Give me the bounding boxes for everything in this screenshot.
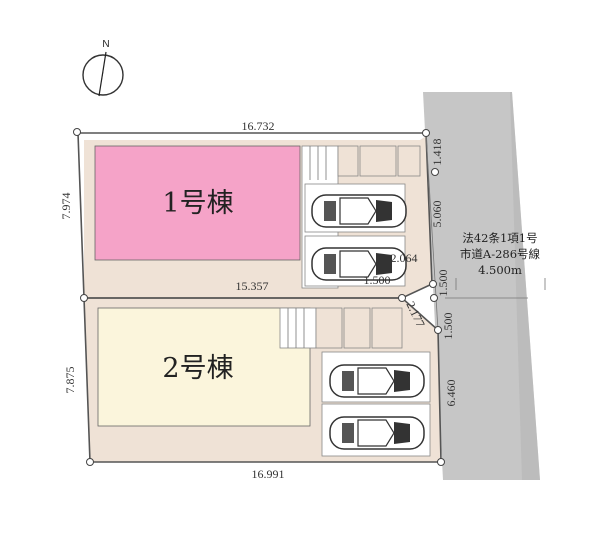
road — [423, 92, 540, 480]
compass-label: N — [102, 39, 109, 50]
car-icon — [329, 364, 425, 398]
dim-bottom: 16.991 — [252, 467, 285, 481]
dim-top: 16.732 — [242, 119, 275, 133]
building-2-label: 2号棟 — [162, 353, 233, 384]
dim-lot2-left: 7.875 — [63, 367, 77, 394]
dim-lot1-right: 5.060 — [430, 201, 444, 228]
building-1 — [94, 145, 301, 261]
dim-corner-a: 2.064 — [391, 251, 418, 265]
lot-1-boundary — [77, 132, 433, 299]
building-1-label: 1号棟 — [162, 188, 233, 219]
road-width-label: 4.500m — [478, 263, 522, 277]
road-shade — [510, 92, 540, 480]
dim-corner-b: 1.500 — [364, 273, 391, 287]
building-2 — [97, 307, 311, 427]
road-law-label: 法42条1項1号 — [462, 231, 537, 245]
dim-lot1-bottom: 15.357 — [236, 279, 269, 293]
car-icon — [311, 194, 407, 228]
lot-2-boundary — [83, 297, 442, 463]
dim-right-mid: 1.500 — [436, 270, 450, 297]
dim-lot2-right-top: 1.500 — [441, 313, 455, 340]
dim-lot1-left: 7.974 — [59, 193, 73, 220]
survey-points — [73, 128, 445, 466]
road-annotation: 法42条1項1号 市道A-286号線 4.500m — [455, 231, 546, 290]
north-compass-icon: N — [82, 39, 124, 97]
car-icon — [329, 416, 425, 450]
road-name-label: 市道A-286号線 — [460, 247, 541, 261]
dim-lot1-right-top: 1.418 — [430, 139, 444, 166]
car-icon — [311, 247, 407, 281]
dim-lot2-right: 6.460 — [444, 380, 458, 407]
